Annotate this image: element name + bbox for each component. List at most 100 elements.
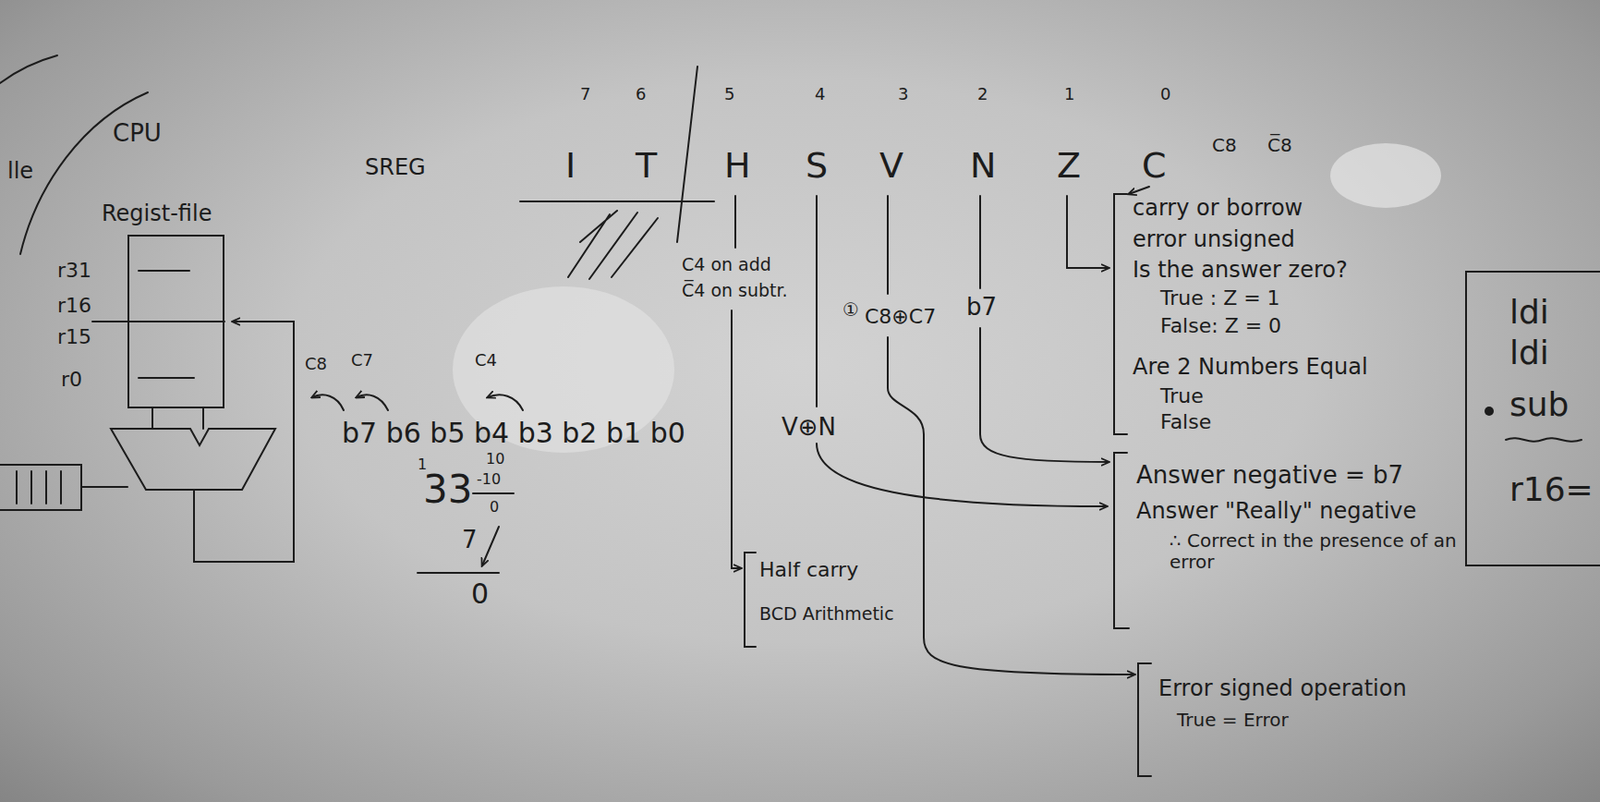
board-label: False: Z = 0 [1160, 314, 1282, 338]
memory-ticks [16, 471, 61, 504]
board-label: H [724, 145, 752, 187]
memory-box [0, 464, 82, 510]
board-label: True = Error [1176, 709, 1289, 731]
leader-line [1128, 186, 1150, 194]
register-divider [92, 320, 225, 323]
board-label: 0 [471, 578, 489, 611]
node-text: r16= [1509, 470, 1594, 509]
leader-line [1066, 195, 1109, 268]
board-label: r15 [57, 325, 92, 349]
board-label: C [1141, 145, 1167, 187]
bus-line [152, 408, 204, 429]
board-label: 10 [485, 450, 505, 468]
leader-line [731, 310, 741, 569]
board-label: C8⊕C7 [864, 304, 936, 328]
board-label: r16 [57, 293, 92, 317]
board-label: Answer negative = b7 [1136, 461, 1404, 490]
sum-line [472, 492, 514, 495]
bracket [1138, 663, 1152, 776]
node-text: Regist-file [101, 201, 212, 228]
sum-line [417, 571, 499, 574]
leader-line [979, 195, 982, 289]
board-label: 0 [1160, 84, 1171, 105]
board-label: lle [7, 158, 34, 185]
board-label: C̅8 [1267, 134, 1293, 157]
board-label: BCD Arithmetic [759, 604, 895, 625]
bracket [744, 552, 756, 647]
board-label: T [635, 145, 657, 187]
leader-line [734, 195, 737, 248]
leader-line [815, 195, 818, 407]
code-box: ldildi sub r16= [1465, 270, 1600, 567]
writeback-line [193, 321, 294, 562]
bus-line [81, 485, 128, 488]
board-label: Error signed operation [1158, 676, 1407, 703]
cpu-arc [20, 92, 148, 255]
carry-arrow [356, 394, 388, 411]
board-label: 7 [580, 84, 591, 105]
board-label: S [805, 145, 828, 187]
board-label: ∴ Correct in the presence of an error [1169, 530, 1466, 573]
board-label: SREG [364, 155, 426, 182]
board-label: N [969, 145, 996, 187]
divider-line [677, 66, 698, 243]
board-label: C4 [474, 351, 497, 371]
board-label: r31 [57, 258, 92, 282]
board-label: Half carry [759, 557, 859, 582]
board-label: CPU [112, 120, 162, 148]
board-label: 0 [489, 498, 499, 516]
board-label: C̅4 on subtr. [681, 280, 788, 302]
cpu-arc [0, 55, 58, 84]
leader-line [816, 443, 1107, 507]
board-label: V⊕N [781, 413, 837, 442]
carry-arrow [312, 394, 344, 411]
board-label: 1 [1064, 84, 1075, 105]
board-label: Answer "Really" negative [1136, 498, 1417, 525]
squiggle [1505, 437, 1582, 441]
arith-arrow [482, 526, 499, 566]
board-label: False [1160, 410, 1212, 434]
board-label: b7 [966, 293, 997, 322]
hatch [568, 210, 658, 279]
board-label: True : Z = 1 [1160, 286, 1281, 310]
board-label: -10 [476, 471, 501, 488]
carry-arrow [487, 394, 523, 411]
board-label: error unsigned [1132, 227, 1296, 254]
node-text: ldi [1509, 292, 1550, 331]
board-label: 33 [423, 467, 473, 512]
board-label: r0 [60, 367, 83, 391]
board-label: Are 2 Numbers Equal [1132, 354, 1369, 381]
node-text: ldi [1509, 333, 1550, 372]
bullet [1484, 406, 1494, 416]
node-text: sub [1509, 385, 1569, 424]
board-label: 3 [897, 84, 909, 105]
board-label: 2 [977, 84, 988, 105]
board-label: C8 [1212, 134, 1237, 157]
leader-line [980, 327, 1109, 462]
leader-line [886, 195, 889, 294]
board-label: C4 on add [681, 254, 772, 276]
underline [520, 200, 715, 203]
board-label: I [565, 145, 576, 187]
alu-symbol [110, 428, 276, 490]
board-label: V [879, 145, 904, 187]
register-line [138, 376, 194, 379]
board-label: 7 [461, 526, 478, 555]
board-label: 5 [724, 84, 735, 105]
glare [1330, 143, 1442, 208]
bracket [1114, 452, 1129, 629]
board-label: C7 [351, 351, 374, 371]
register-line [138, 269, 190, 272]
board-label: C8 [304, 354, 328, 375]
register-file: Regist-file [127, 234, 225, 409]
board-label: 4 [814, 84, 825, 105]
board-label: ① [842, 299, 860, 321]
board-label: b7 b6 b5 b4 b3 b2 b1 b0 [341, 417, 686, 450]
board-label: True [1160, 384, 1204, 408]
board-label: carry or borrow [1132, 195, 1303, 222]
leader-line [887, 337, 1135, 675]
board-label: Z [1056, 145, 1081, 187]
board-label: Is the answer zero? [1132, 257, 1348, 284]
bracket [1114, 193, 1128, 435]
board-label: 6 [635, 84, 646, 105]
